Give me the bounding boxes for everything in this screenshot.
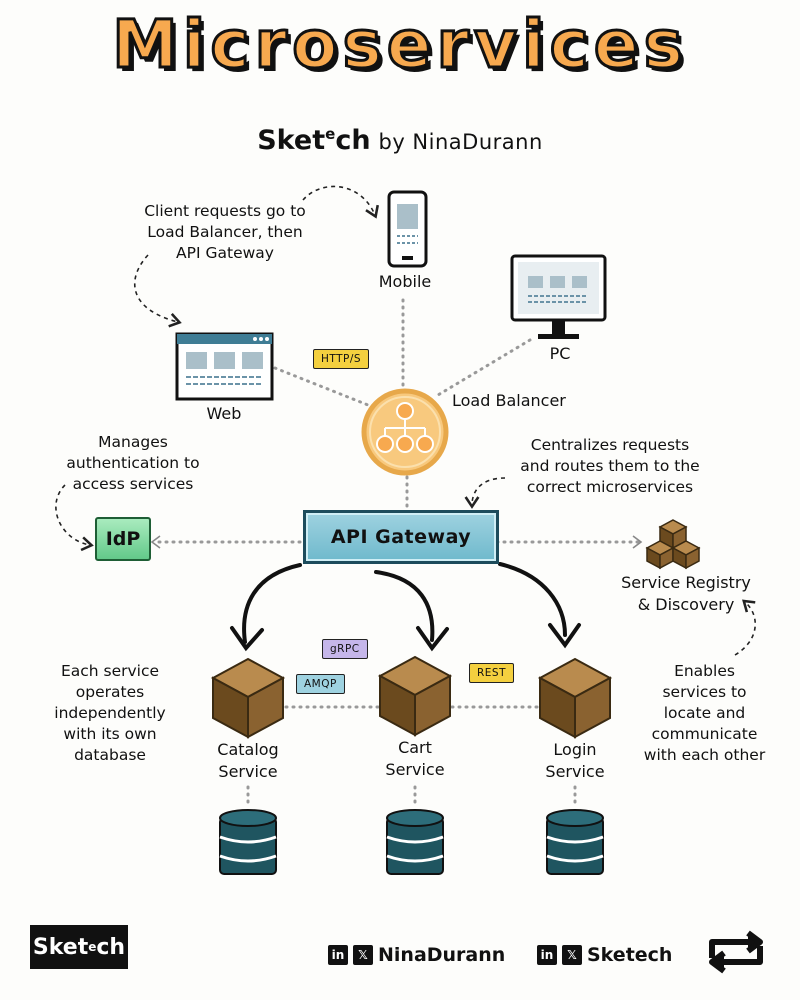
rest-tag: REST xyxy=(469,663,515,683)
grpc-tag: gRPC xyxy=(322,639,368,659)
pc-icon xyxy=(510,254,607,339)
web-icon xyxy=(175,332,274,401)
mobile-icon xyxy=(387,190,428,268)
brand-name: Sketech xyxy=(257,125,371,156)
load-balancer-label: Load Balancer xyxy=(452,391,566,410)
web-label: Web xyxy=(206,404,242,423)
social-handle-sketech[interactable]: in 𝕏 Sketech xyxy=(537,944,672,966)
api-gateway-node: API Gateway xyxy=(303,510,499,564)
https-tag: HTTP/S xyxy=(313,349,370,369)
x-icon: 𝕏 xyxy=(353,945,373,965)
load-balancer-icon xyxy=(361,388,449,476)
linkedin-icon: in xyxy=(537,945,557,965)
social-handle-author[interactable]: in 𝕏 NinaDurann xyxy=(328,944,505,966)
catalog-database-icon xyxy=(219,809,277,875)
page-title: Microservices xyxy=(111,5,688,85)
author-byline: by NinaDurann xyxy=(378,130,543,154)
service-registry-icon xyxy=(645,519,701,570)
linkedin-icon: in xyxy=(328,945,348,965)
mobile-label: Mobile xyxy=(378,272,432,291)
catalog-service-cube-icon xyxy=(210,657,286,739)
x-icon: 𝕏 xyxy=(562,945,582,965)
pc-label: PC xyxy=(549,344,571,363)
cart-service-cube-icon xyxy=(377,655,453,737)
login-database-icon xyxy=(546,809,604,875)
service-registry-label: Service Registry& Discovery xyxy=(621,573,751,614)
login-service-cube-icon xyxy=(537,657,613,739)
idp-node: IdP xyxy=(95,517,151,561)
repost-icon xyxy=(709,930,763,974)
subtitle: Sketech by NinaDurann xyxy=(0,125,800,156)
cart-database-icon xyxy=(386,809,444,875)
amqp-tag: AMQP xyxy=(296,674,345,694)
